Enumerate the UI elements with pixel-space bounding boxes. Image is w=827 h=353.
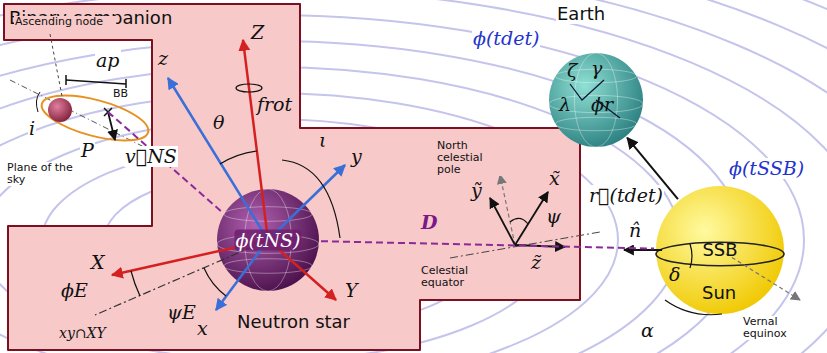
connector-label: r⃗(tdet) <box>588 185 664 206</box>
body-name: Sun <box>701 283 737 303</box>
annotation-label: z <box>157 48 169 69</box>
annotation-label: δ <box>668 264 681 285</box>
annotation-label: X <box>90 252 106 273</box>
annotation-label: ϕ(tdet) <box>472 28 540 49</box>
annotation-label: ϕr <box>590 94 614 115</box>
annotation-label: P <box>80 140 95 161</box>
annotation-label: ỹ <box>470 180 483 201</box>
annotation-label: x̃ <box>548 168 561 189</box>
annotation-label: ψ <box>545 206 562 227</box>
annotation-label: xy∩XY <box>58 326 107 341</box>
connector <box>321 241 654 248</box>
body-name: Earth <box>556 4 606 24</box>
annotation-label: λ <box>558 94 572 115</box>
annotation-label: n̂ <box>628 220 642 241</box>
sky-angles <box>570 80 800 315</box>
annotation-label: y <box>350 146 363 167</box>
annotation-label: γ <box>590 58 603 79</box>
annotation-label: Z <box>250 22 265 43</box>
barycenter-label: SSB <box>701 240 738 260</box>
annotation-label: α <box>640 320 655 341</box>
annotation-label: BB <box>112 88 129 100</box>
annotation-label: ψE <box>166 302 197 323</box>
annotation-label: frot <box>256 94 293 115</box>
annotation-label: Ascending node <box>14 16 116 28</box>
frame-axes <box>95 40 345 315</box>
sun-sphere: SSB Sun <box>655 185 785 315</box>
annotation-label: Vernal equinox <box>742 316 814 340</box>
connector-label: D <box>420 212 438 233</box>
annotation-label: Plane of the sky <box>6 162 78 186</box>
annotation-label: Y <box>344 280 359 301</box>
annotation-label: ϕE <box>60 280 89 301</box>
annotation-label: θ <box>212 112 225 133</box>
annotation-label: x <box>196 318 209 339</box>
annotation-label: z̃ <box>530 252 542 273</box>
annotation-label: ζ <box>566 60 578 81</box>
annotation-label: ϕ(tSSB) <box>728 158 805 179</box>
annotation-label: ap <box>95 50 121 71</box>
annotation-label: North celestial pole <box>436 140 504 176</box>
annotation-label: v⃗NS <box>124 146 178 167</box>
annotation-label: i <box>28 118 36 139</box>
phase-label: ϕ(tNS) <box>234 230 301 251</box>
annotation-label: ι <box>318 130 327 151</box>
body-name: Neutron star <box>236 312 351 332</box>
annotation-label: Celestial equator <box>420 265 492 289</box>
